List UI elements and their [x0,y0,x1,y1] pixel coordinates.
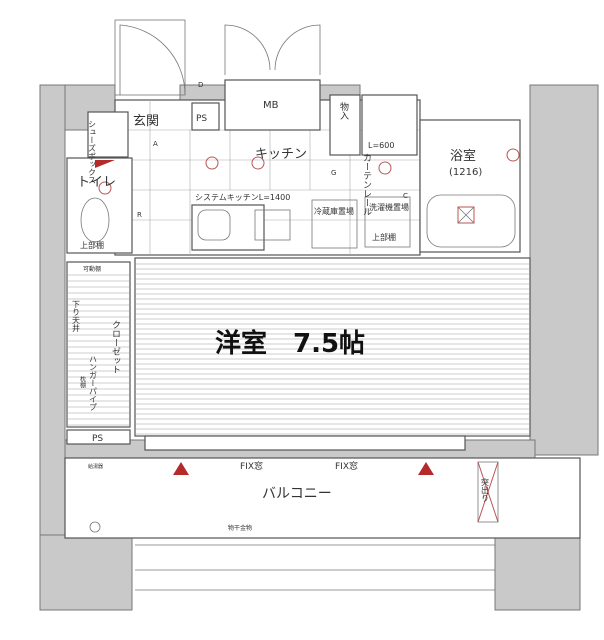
mark-g: G [331,169,336,177]
label-toilet: トイレ [77,175,116,190]
label-partition: 突出り [481,477,490,502]
washroom-sink [361,94,418,156]
kitchen-stove [254,209,291,241]
label-western-room: 洋室 7.5帖 [215,328,365,359]
label-pillow-shelf: 枕棚 [79,375,86,389]
label-fridge-space: 冷蔵庫置場 [314,206,354,216]
balcony-railing [135,544,495,591]
bottom-right-wall [494,529,581,611]
ps-box-bottom [66,429,131,445]
label-hanger-pipe: ハンガーパイプ [89,355,98,411]
window-marker-right [418,462,434,475]
washer-space [364,196,411,248]
mark-c: C [403,192,408,200]
label-upper-shelf-toilet: 上部棚 [80,240,104,250]
closet-stripes [68,274,129,426]
label-bathroom: 浴室 [450,148,476,164]
label-storage: 物入 [338,101,349,120]
toilet-bowl [80,197,110,243]
label-balcony: バルコニー [262,486,332,502]
bottom-left-wall [39,534,133,611]
label-bathroom-size: (1216) [449,167,482,178]
fridge-space [311,199,358,249]
entrance-door[interactable] [114,19,186,96]
label-washer-space: 洗濯機置場 [369,202,409,212]
label-entrance: 玄関 [133,114,159,129]
label-water-heater: 給湯器 [88,463,103,470]
partition-panel [477,461,499,523]
ps-box-top [191,102,220,131]
label-closet: クローゼット [110,320,121,374]
bathtub [426,194,516,248]
drain-icon [89,521,101,533]
window-marker-left [173,462,189,475]
mark-r: R [137,211,142,219]
room-floor-stripes [136,263,529,435]
kitchen-sink [197,209,231,241]
toilet-room [66,157,133,254]
closet [66,261,131,428]
label-shoe-box: シューズボックス [88,120,97,184]
right-wall [529,84,599,456]
system-kitchen [191,204,265,251]
label-kitchen: キッチン [255,147,307,162]
label-ps-top: PS [196,114,207,124]
drain-icon [457,206,475,224]
label-movable-shelf: 可動棚 [83,265,101,273]
shoe-box [87,111,129,158]
mb-doors[interactable] [224,24,321,75]
bathroom [419,119,521,253]
western-room [134,257,531,437]
label-system-kitchen: システムキッチンL=1400 [195,193,290,202]
label-curtain-rail: カーテンレール [361,153,372,216]
label-upper-shelf-washer: 上部棚 [372,232,396,242]
label-ps-bottom: PS [92,434,103,444]
balcony [64,457,581,539]
label-curtain-length: L=600 [368,141,394,150]
label-drying-hardware: 物干金物 [228,524,252,532]
mark-d: D [198,81,203,89]
label-lowered-ceiling: 下り天井 [72,300,81,333]
label-fix-window-left: FIX窓 [240,460,263,472]
label-mb: MB [263,100,279,111]
fix-window-frame [144,435,466,451]
mark-a: A [153,140,158,148]
mb-box [224,79,321,131]
label-fix-window-right: FIX窓 [335,460,358,472]
storage-box [329,94,361,156]
toilet-marker [95,160,115,168]
left-wall [39,84,66,611]
